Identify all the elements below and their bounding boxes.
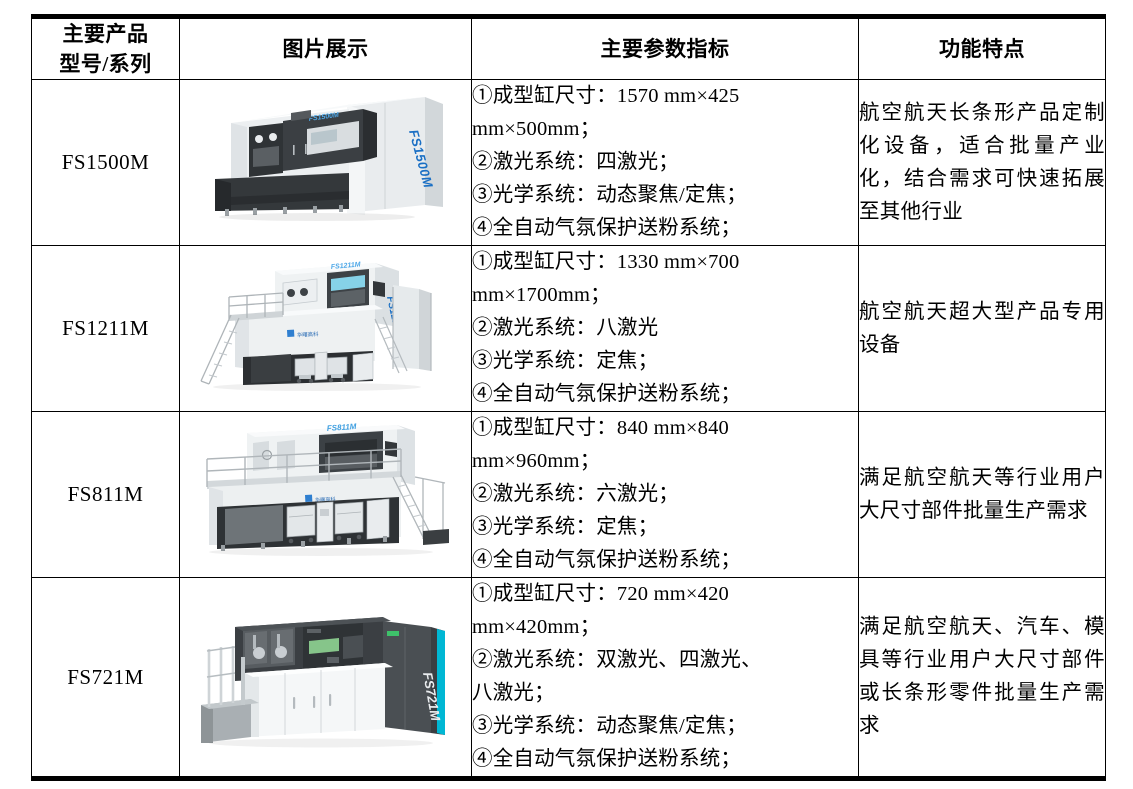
feature-text: 满足航空航天等行业用户大尺寸部件批量生产需求 bbox=[859, 466, 1105, 522]
cell-model: FS1211M bbox=[31, 245, 180, 412]
param-line: mm×1700mm； bbox=[472, 284, 611, 306]
param-line: ①成型缸尺寸：1330 mm×700 bbox=[472, 251, 740, 273]
param-line: ②激光系统：双激光、四激光、 bbox=[472, 649, 762, 671]
cell-params: ①成型缸尺寸：720 mm×420 mm×420mm； ②激光系统：双激光、四激… bbox=[471, 577, 859, 781]
param-line: ①成型缸尺寸：1570 mm×425 bbox=[472, 85, 740, 107]
machine-photo-fs1211m: FS1211M FS1211M bbox=[186, 252, 465, 405]
param-line: mm×960mm； bbox=[472, 450, 601, 472]
machine-photo-fs811m: FS811M bbox=[186, 418, 465, 571]
table-row: FS721M bbox=[31, 577, 1106, 781]
param-line: ④全自动气氛保护送粉系统； bbox=[472, 549, 742, 571]
param-line: mm×420mm； bbox=[472, 616, 601, 638]
column-header-image-line1: 图片展示 bbox=[282, 37, 369, 61]
cell-features: 满足航空航天、汽车、模具等行业用户大尺寸部件或长条形零件批量生产需求 bbox=[858, 577, 1106, 781]
table-header-row: 主要产品 型号/系列 图片展示 主要参数指标 功能特点 bbox=[31, 14, 1106, 80]
param-line: mm×500mm； bbox=[472, 118, 601, 140]
cell-params: ①成型缸尺寸：1570 mm×425 mm×500mm； ②激光系统：四激光； … bbox=[471, 79, 859, 246]
param-line: ③光学系统：动态聚焦/定焦； bbox=[472, 184, 747, 206]
cell-model: FS721M bbox=[31, 577, 180, 781]
model-name: FS1500M bbox=[61, 150, 150, 174]
param-line: 八激光； bbox=[472, 682, 555, 704]
machine-photo-fs1500m: FS1500M bbox=[186, 86, 465, 239]
machine-photo-fs721m: FS721M bbox=[186, 597, 465, 757]
feature-text: 航空航天超大型产品专用设备 bbox=[859, 300, 1105, 356]
param-line: ④全自动气氛保护送粉系统； bbox=[472, 383, 742, 405]
machine-illustration: FS811M bbox=[186, 418, 465, 571]
machine-illustration: FS1500M bbox=[186, 86, 465, 239]
cell-features: 航空航天超大型产品专用设备 bbox=[858, 245, 1106, 412]
param-line: ③光学系统：定焦； bbox=[472, 350, 659, 372]
column-header-model-line1: 主要产品 bbox=[62, 22, 149, 46]
param-line: ③光学系统：定焦； bbox=[472, 516, 659, 538]
param-line: ②激光系统：八激光 bbox=[472, 317, 659, 339]
cell-params: ①成型缸尺寸：1330 mm×700 mm×1700mm； ②激光系统：八激光 … bbox=[471, 245, 859, 412]
cell-image: FS1211M FS1211M bbox=[179, 245, 472, 412]
model-name: FS811M bbox=[67, 482, 144, 506]
machine-illustration: FS1211M FS1211M bbox=[186, 252, 465, 405]
table-row: FS1211M bbox=[31, 245, 1106, 412]
param-line: ①成型缸尺寸：840 mm×840 bbox=[472, 417, 729, 439]
param-line: ④全自动气氛保护送粉系统； bbox=[472, 748, 742, 770]
model-name: FS721M bbox=[67, 664, 144, 689]
svg-text:FS1500M: FS1500M bbox=[308, 111, 339, 122]
machine-illustration: FS721M bbox=[186, 597, 465, 757]
column-header-params-line1: 主要参数指标 bbox=[600, 37, 730, 61]
column-header-features-line1: 功能特点 bbox=[939, 37, 1025, 61]
model-name: FS1211M bbox=[62, 316, 149, 340]
param-line: ④全自动气氛保护送粉系统； bbox=[472, 217, 742, 239]
cell-features: 航空航天长条形产品定制化设备，适合批量产业化，结合需求可快速拓展至其他行业 bbox=[858, 79, 1106, 246]
cell-image: FS811M bbox=[179, 411, 472, 578]
param-line: ③光学系统：动态聚焦/定焦； bbox=[472, 715, 747, 737]
svg-text:FS811M: FS811M bbox=[326, 421, 357, 432]
cell-image: FS721M bbox=[179, 577, 472, 781]
table-row: FS811M FS bbox=[31, 411, 1106, 578]
column-header-model-line2: 型号/系列 bbox=[59, 52, 152, 76]
column-header-params: 主要参数指标 bbox=[471, 14, 859, 80]
column-header-image: 图片展示 bbox=[179, 14, 472, 80]
column-header-features: 功能特点 bbox=[858, 14, 1106, 80]
feature-text: 满足航空航天、汽车、模具等行业用户大尺寸部件或长条形零件批量生产需求 bbox=[859, 616, 1105, 737]
svg-text:华曙高科: 华曙高科 bbox=[296, 329, 319, 338]
param-line: ②激光系统：六激光； bbox=[472, 483, 679, 505]
param-line: ②激光系统：四激光； bbox=[472, 151, 679, 173]
cell-features: 满足航空航天等行业用户大尺寸部件批量生产需求 bbox=[858, 411, 1106, 578]
param-line: ①成型缸尺寸：720 mm×420 bbox=[472, 583, 729, 605]
cell-image: FS1500M bbox=[179, 79, 472, 246]
feature-text: 航空航天长条形产品定制化设备，适合批量产业化，结合需求可快速拓展至其他行业 bbox=[859, 101, 1105, 223]
table-row: FS1500M FS1500M bbox=[31, 79, 1106, 246]
column-header-model: 主要产品 型号/系列 bbox=[31, 14, 180, 80]
cell-model: FS811M bbox=[31, 411, 180, 578]
cell-params: ①成型缸尺寸：840 mm×840 mm×960mm； ②激光系统：六激光； ③… bbox=[471, 411, 859, 578]
product-spec-table: 主要产品 型号/系列 图片展示 主要参数指标 功能特点 FS1500M bbox=[31, 14, 1106, 781]
svg-text:FS1211M: FS1211M bbox=[330, 261, 360, 271]
cell-model: FS1500M bbox=[31, 79, 180, 246]
svg-text:华曙高科: 华曙高科 bbox=[314, 494, 335, 503]
